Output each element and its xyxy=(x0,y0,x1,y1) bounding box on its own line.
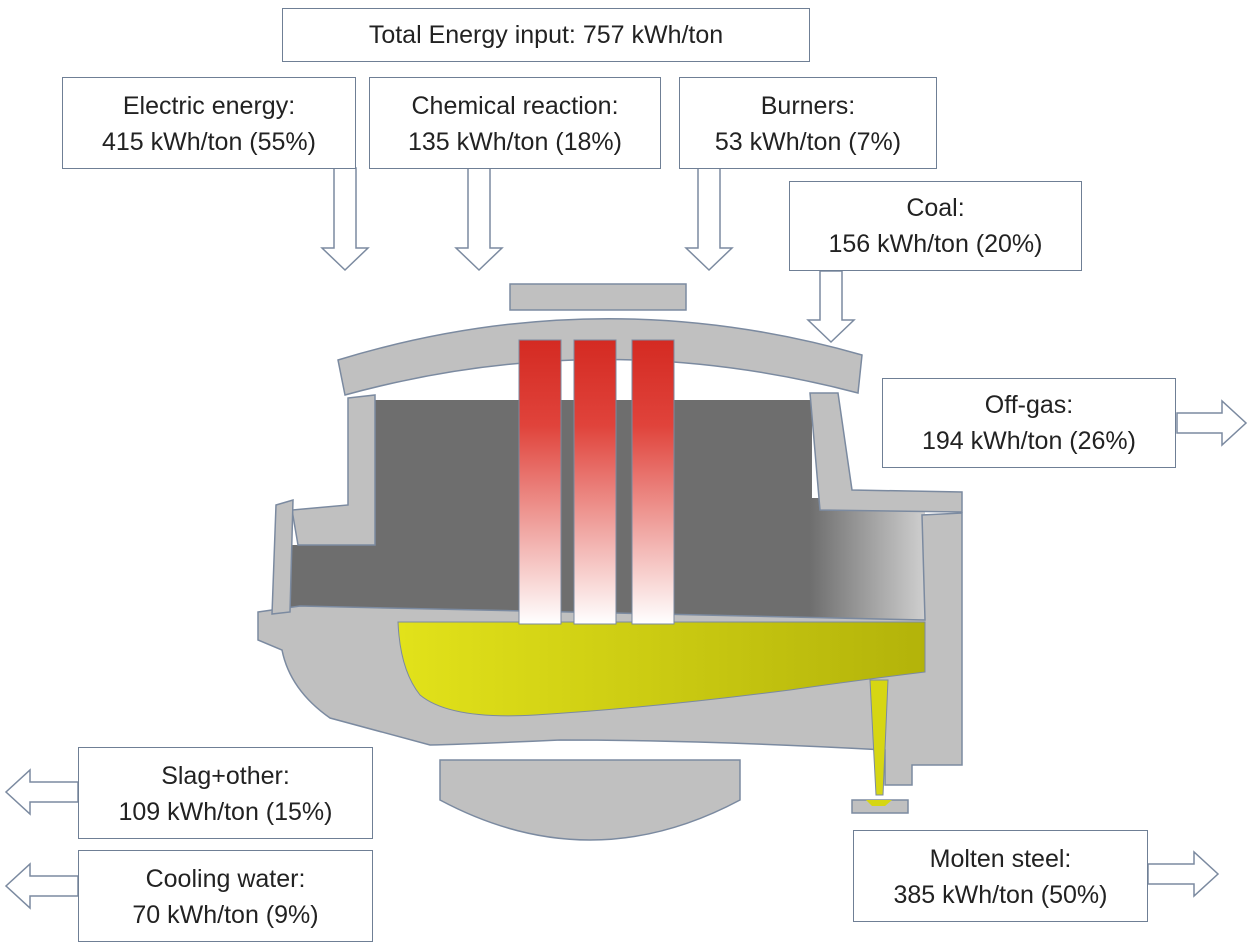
furnace-base xyxy=(439,759,741,841)
arrow-steel-out xyxy=(1147,850,1220,898)
electric-energy-box: Electric energy: 415 kWh/ton (55%) xyxy=(62,77,356,169)
electric-energy-value: 415 kWh/ton (55%) xyxy=(102,128,316,156)
burners-value: 53 kWh/ton (7%) xyxy=(714,128,902,156)
burners-box: Burners: 53 kWh/ton (7%) xyxy=(679,77,937,169)
arrow-electric-in xyxy=(320,167,370,272)
cooling-water-value: 70 kWh/ton (9%) xyxy=(132,901,319,929)
coal-label: Coal: xyxy=(906,194,965,222)
off-gas-value: 194 kWh/ton (26%) xyxy=(922,427,1136,455)
furnace-wall-left xyxy=(291,394,376,546)
molten-steel-box: Molten steel: 385 kWh/ton (50%) xyxy=(853,830,1148,922)
coal-box: Coal: 156 kWh/ton (20%) xyxy=(789,181,1082,271)
coal-value: 156 kWh/ton (20%) xyxy=(828,230,1043,258)
molten-steel-label: Molten steel: xyxy=(929,845,1072,873)
arrow-offgas-out xyxy=(1176,399,1248,447)
molten-steel-value: 385 kWh/ton (50%) xyxy=(893,881,1108,909)
furnace-roof-cap xyxy=(509,283,687,311)
furnace-wall-right xyxy=(809,392,963,513)
burners-label: Burners: xyxy=(760,92,856,120)
electric-energy-label: Electric energy: xyxy=(122,92,296,120)
arrow-burners-in xyxy=(684,167,734,272)
slag-other-value: 109 kWh/ton (15%) xyxy=(118,798,333,826)
electrode-2 xyxy=(573,339,617,625)
tap-stream xyxy=(869,679,889,796)
cooling-water-label: Cooling water: xyxy=(145,865,306,893)
arrow-chemical-in xyxy=(454,167,504,272)
total-energy-label: Total Energy input: 757 kWh/ton xyxy=(368,21,724,49)
total-energy-box: Total Energy input: 757 kWh/ton xyxy=(282,8,810,62)
chemical-reaction-box: Chemical reaction: 135 kWh/ton (18%) xyxy=(369,77,661,169)
molten-steel-bath xyxy=(397,621,926,717)
off-gas-box: Off-gas: 194 kWh/ton (26%) xyxy=(882,378,1176,468)
furnace xyxy=(257,283,963,841)
steel-drop xyxy=(866,800,892,806)
furnace-door xyxy=(271,498,294,615)
arrow-slag-out xyxy=(4,768,79,816)
arrow-coal-in xyxy=(806,270,856,344)
off-gas-label: Off-gas: xyxy=(984,391,1074,419)
slag-other-box: Slag+other: 109 kWh/ton (15%) xyxy=(78,747,373,839)
electrode-1 xyxy=(518,339,562,625)
cooling-water-box: Cooling water: 70 kWh/ton (9%) xyxy=(78,850,373,942)
arrow-cooling-out xyxy=(4,862,79,910)
chemical-reaction-label: Chemical reaction: xyxy=(411,92,619,120)
electrode-3 xyxy=(631,339,675,625)
chemical-reaction-value: 135 kWh/ton (18%) xyxy=(408,128,622,156)
slag-other-label: Slag+other: xyxy=(161,762,290,790)
